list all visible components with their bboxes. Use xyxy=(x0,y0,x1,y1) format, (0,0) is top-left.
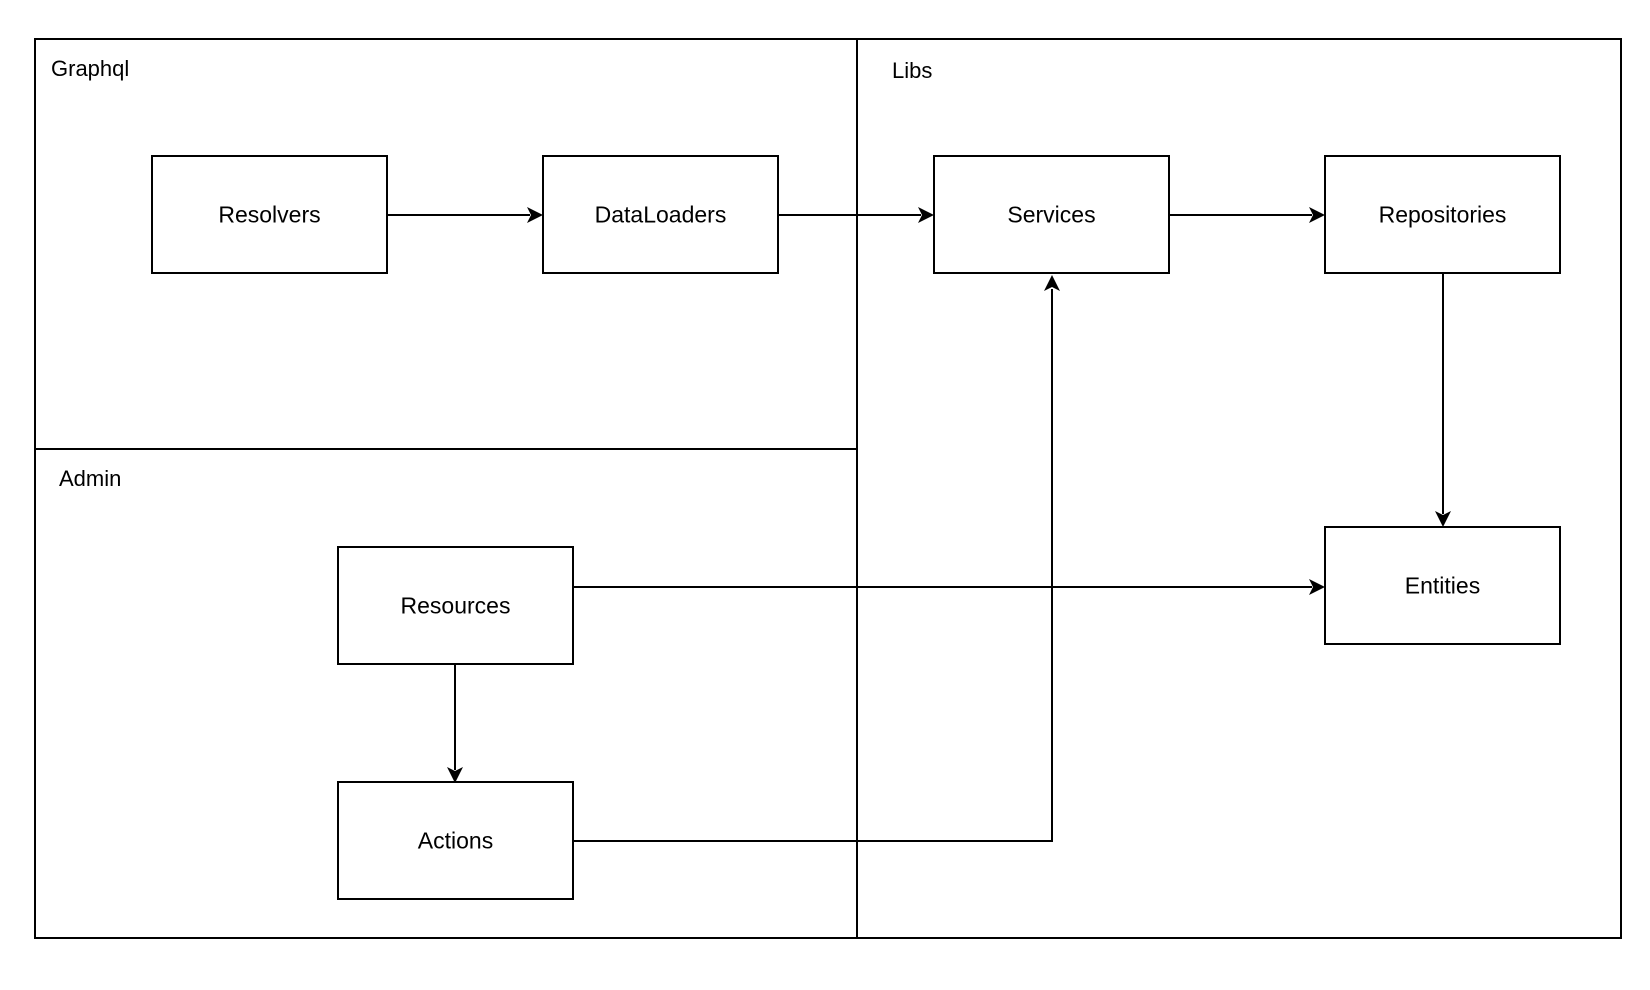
arrowhead-actions xyxy=(447,767,463,783)
region-label-libs: Libs xyxy=(892,58,932,83)
outer-frame xyxy=(34,38,1622,939)
arrowhead-repositories xyxy=(1309,207,1325,223)
edge-actions-services xyxy=(573,289,1053,842)
region-label-graphql: Graphql xyxy=(51,56,129,81)
node-repositories[interactable]: Repositories xyxy=(1324,155,1561,274)
node-label-actions: Actions xyxy=(418,828,493,854)
node-label-resolvers: Resolvers xyxy=(218,202,320,228)
node-label-repositories: Repositories xyxy=(1379,202,1507,228)
node-box-entities xyxy=(1324,526,1561,645)
node-box-dataloaders xyxy=(542,155,779,274)
region-label-admin: Admin xyxy=(59,466,121,491)
node-label-dataloaders: DataLoaders xyxy=(595,202,727,228)
node-actions[interactable]: Actions xyxy=(337,781,574,900)
node-dataloaders[interactable]: DataLoaders xyxy=(542,155,779,274)
node-box-services xyxy=(933,155,1170,274)
node-services[interactable]: Services xyxy=(933,155,1170,274)
node-box-repositories xyxy=(1324,155,1561,274)
node-resolvers[interactable]: Resolvers xyxy=(151,155,388,274)
arrowhead-services-left xyxy=(918,207,934,223)
arrowhead-services-bottom xyxy=(1044,275,1060,291)
node-label-services: Services xyxy=(1007,202,1095,228)
node-label-entities: Entities xyxy=(1405,573,1480,599)
node-entities[interactable]: Entities xyxy=(1324,526,1561,645)
node-box-resolvers xyxy=(151,155,388,274)
node-box-resources xyxy=(337,546,574,665)
edges xyxy=(387,207,1451,842)
node-box-actions xyxy=(337,781,574,900)
node-label-resources: Resources xyxy=(401,593,511,619)
node-resources[interactable]: Resources xyxy=(337,546,574,665)
arrowhead-entities-left xyxy=(1309,579,1325,595)
arrowhead-entities-top xyxy=(1435,511,1451,527)
arrowhead-dataloaders xyxy=(527,207,543,223)
